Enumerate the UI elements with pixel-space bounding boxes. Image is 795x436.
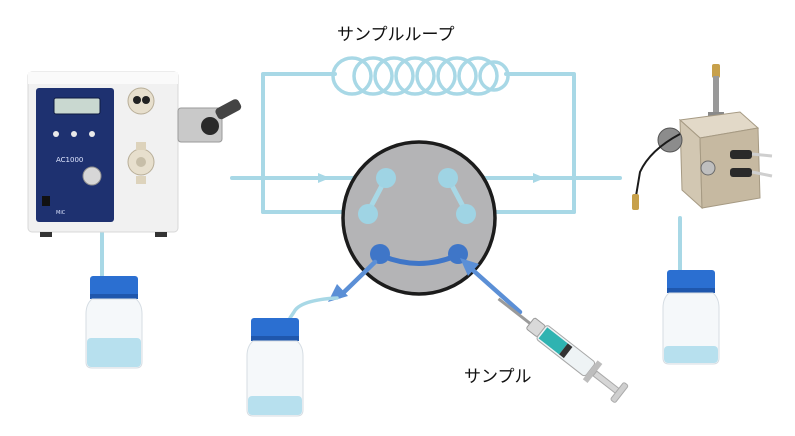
sample-label: サンプル bbox=[464, 367, 532, 387]
switching-valve bbox=[341, 140, 497, 296]
sample-flow-lines bbox=[337, 259, 523, 315]
bottle-right bbox=[662, 270, 720, 365]
pump-unit: AC1000 MiC bbox=[27, 71, 242, 237]
bottle-left bbox=[85, 276, 143, 369]
sample-syringe bbox=[497, 297, 629, 403]
detector-unit bbox=[632, 64, 773, 210]
waste-tube bbox=[288, 296, 339, 320]
flow-arrows bbox=[318, 173, 545, 183]
sample-loop-label: サンプルループ bbox=[337, 25, 455, 45]
sample-loop-coil bbox=[331, 56, 510, 96]
bottle-center bbox=[246, 318, 304, 417]
pump-model-text: AC1000 bbox=[56, 156, 83, 164]
pump-brand-text: MiC bbox=[56, 210, 66, 216]
